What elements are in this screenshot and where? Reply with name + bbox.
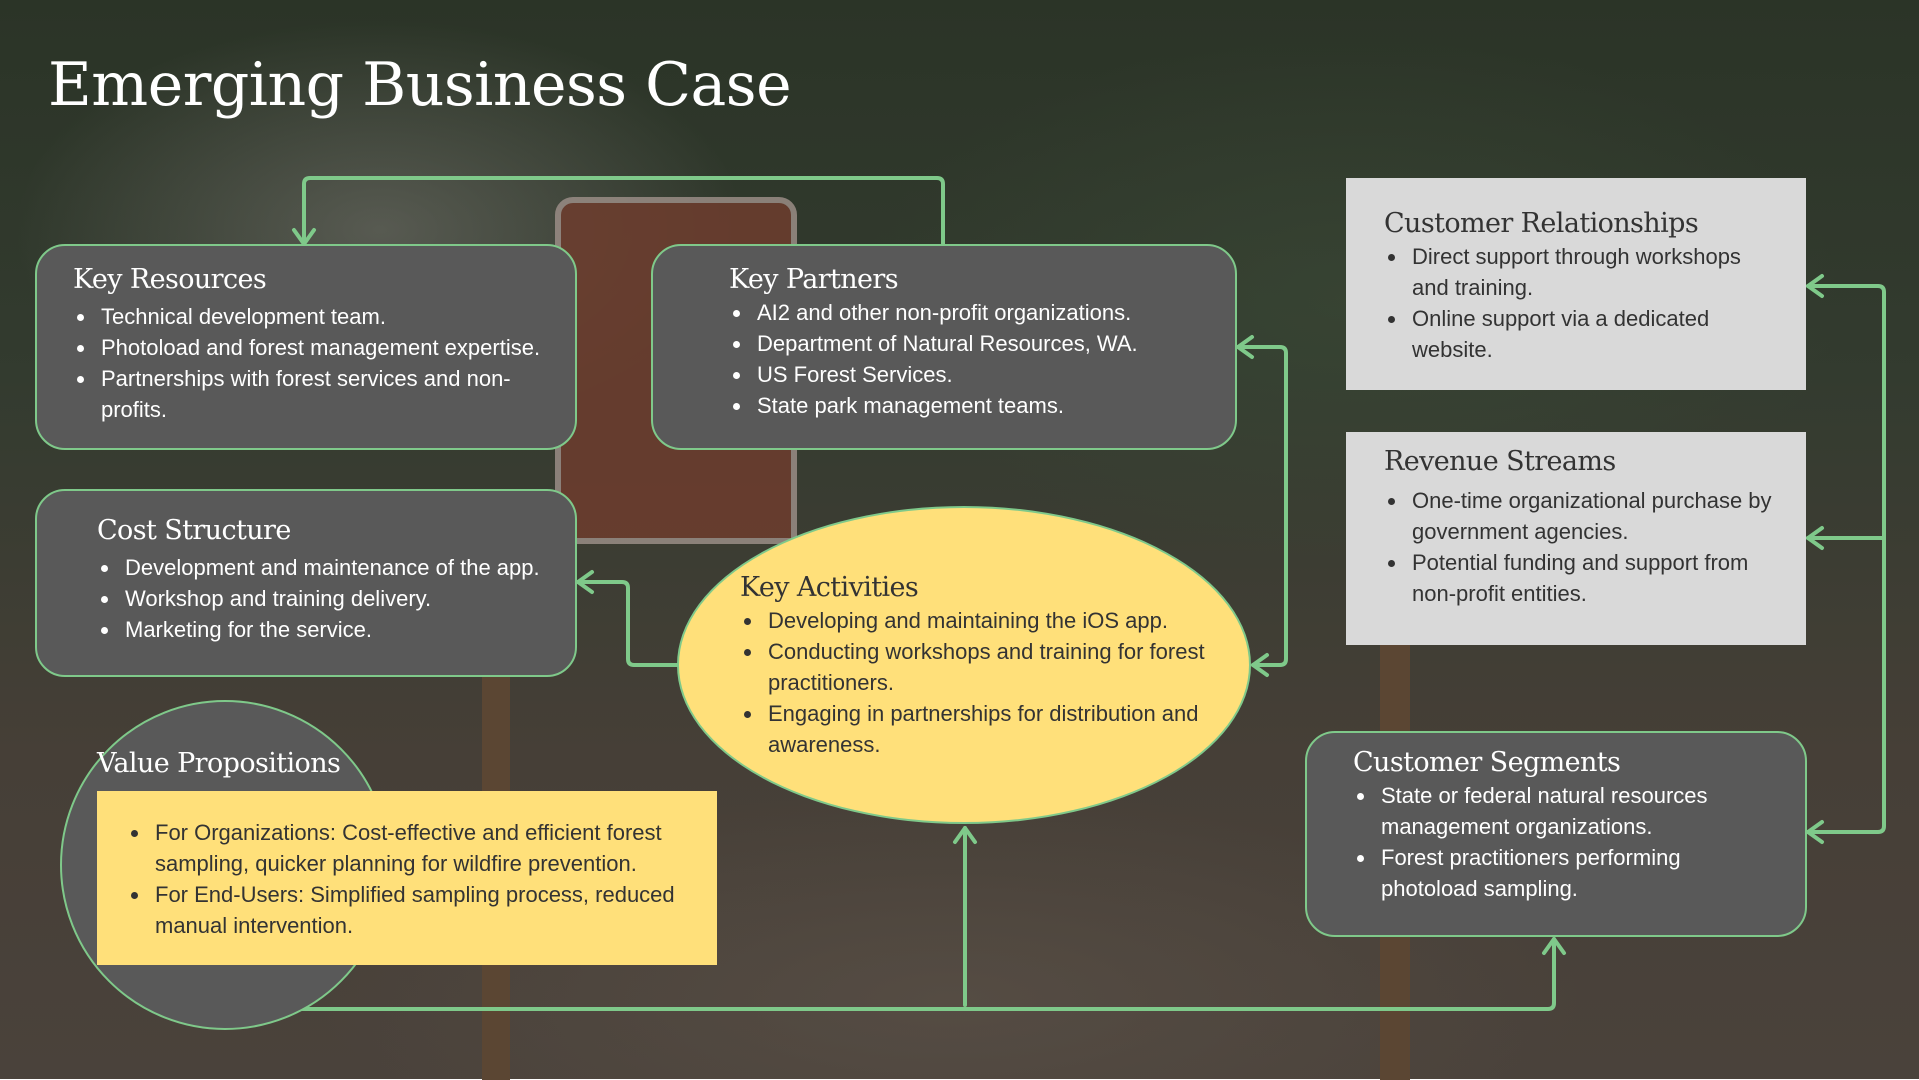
arrowhead	[1236, 335, 1254, 359]
connector-partners-to-resources	[302, 176, 945, 246]
revenue-streams-list: One-time organizational purchase by gove…	[1384, 485, 1776, 609]
list-item: State or federal natural resources manag…	[1377, 780, 1781, 842]
value-propositions-heading: Value Propositions	[97, 748, 341, 779]
customer-relationships-heading: Customer Relationships	[1384, 208, 1699, 239]
key-activities-list: Developing and maintaining the iOS app. …	[740, 605, 1230, 760]
cost-structure-heading: Cost Structure	[97, 515, 291, 546]
customer-relationships-list: Direct support through workshops and tra…	[1384, 241, 1776, 365]
list-item: Conducting workshops and training for fo…	[764, 636, 1230, 698]
key-activities-heading: Key Activities	[740, 572, 919, 603]
value-propositions-box: For Organizations: Cost-effective and ef…	[97, 791, 717, 965]
list-item: For End-Users: Simplified sampling proce…	[151, 879, 687, 941]
key-partners-box: Key Partners AI2 and other non-profit or…	[651, 244, 1237, 450]
cost-structure-box: Cost Structure Development and maintenan…	[35, 489, 577, 677]
list-item: Online support via a dedicated website.	[1408, 303, 1776, 365]
connector-activities-to-partners	[1236, 345, 1288, 667]
customer-segments-heading: Customer Segments	[1353, 747, 1621, 778]
list-item: Photoload and forest management expertis…	[97, 332, 551, 363]
list-item: One-time organizational purchase by gove…	[1408, 485, 1776, 547]
customer-segments-list: State or federal natural resources manag…	[1353, 780, 1781, 904]
list-item: Marketing for the service.	[121, 614, 551, 645]
list-item: AI2 and other non-profit organizations.	[753, 297, 1211, 328]
arrowhead	[1251, 653, 1269, 677]
customer-relationships-box: Customer Relationships Direct support th…	[1346, 178, 1806, 390]
revenue-streams-box: Revenue Streams One-time organizational …	[1346, 432, 1806, 645]
list-item: Partnerships with forest services and no…	[97, 363, 551, 425]
list-item: Department of Natural Resources, WA.	[753, 328, 1211, 359]
list-item: Potential funding and support from non-p…	[1408, 547, 1776, 609]
page-title: Emerging Business Case	[48, 50, 792, 120]
list-item: State park management teams.	[753, 390, 1211, 421]
list-item: For Organizations: Cost-effective and ef…	[151, 817, 687, 879]
arrowhead	[1806, 820, 1824, 844]
arrowhead	[576, 570, 594, 594]
list-item: Development and maintenance of the app.	[121, 552, 551, 583]
key-resources-box: Key Resources Technical development team…	[35, 244, 577, 450]
key-resources-list: Technical development team. Photoload an…	[73, 301, 551, 425]
list-item: Forest practitioners performing photoloa…	[1377, 842, 1781, 904]
list-item: Technical development team.	[97, 301, 551, 332]
customer-segments-box: Customer Segments State or federal natur…	[1305, 731, 1807, 937]
arrowhead	[1806, 274, 1824, 298]
key-partners-list: AI2 and other non-profit organizations. …	[729, 297, 1211, 421]
connector-right-bus	[1806, 284, 1886, 834]
list-item: Workshop and training delivery.	[121, 583, 551, 614]
cost-structure-list: Development and maintenance of the app. …	[97, 552, 551, 645]
value-propositions-list: For Organizations: Cost-effective and ef…	[127, 817, 687, 941]
list-item: US Forest Services.	[753, 359, 1211, 390]
key-resources-heading: Key Resources	[73, 264, 267, 295]
arrowhead	[953, 826, 977, 844]
connector-activities-to-cost	[576, 580, 690, 667]
key-partners-heading: Key Partners	[729, 264, 899, 295]
key-activities-ellipse	[677, 506, 1251, 824]
arrowhead	[1542, 937, 1566, 955]
list-item: Direct support through workshops and tra…	[1408, 241, 1776, 303]
list-item: Engaging in partnerships for distributio…	[764, 698, 1230, 760]
arrowhead	[1806, 526, 1824, 550]
revenue-streams-heading: Revenue Streams	[1384, 446, 1616, 477]
key-activities-content: Key Activities Developing and maintainin…	[740, 572, 1230, 760]
list-item: Developing and maintaining the iOS app.	[764, 605, 1230, 636]
